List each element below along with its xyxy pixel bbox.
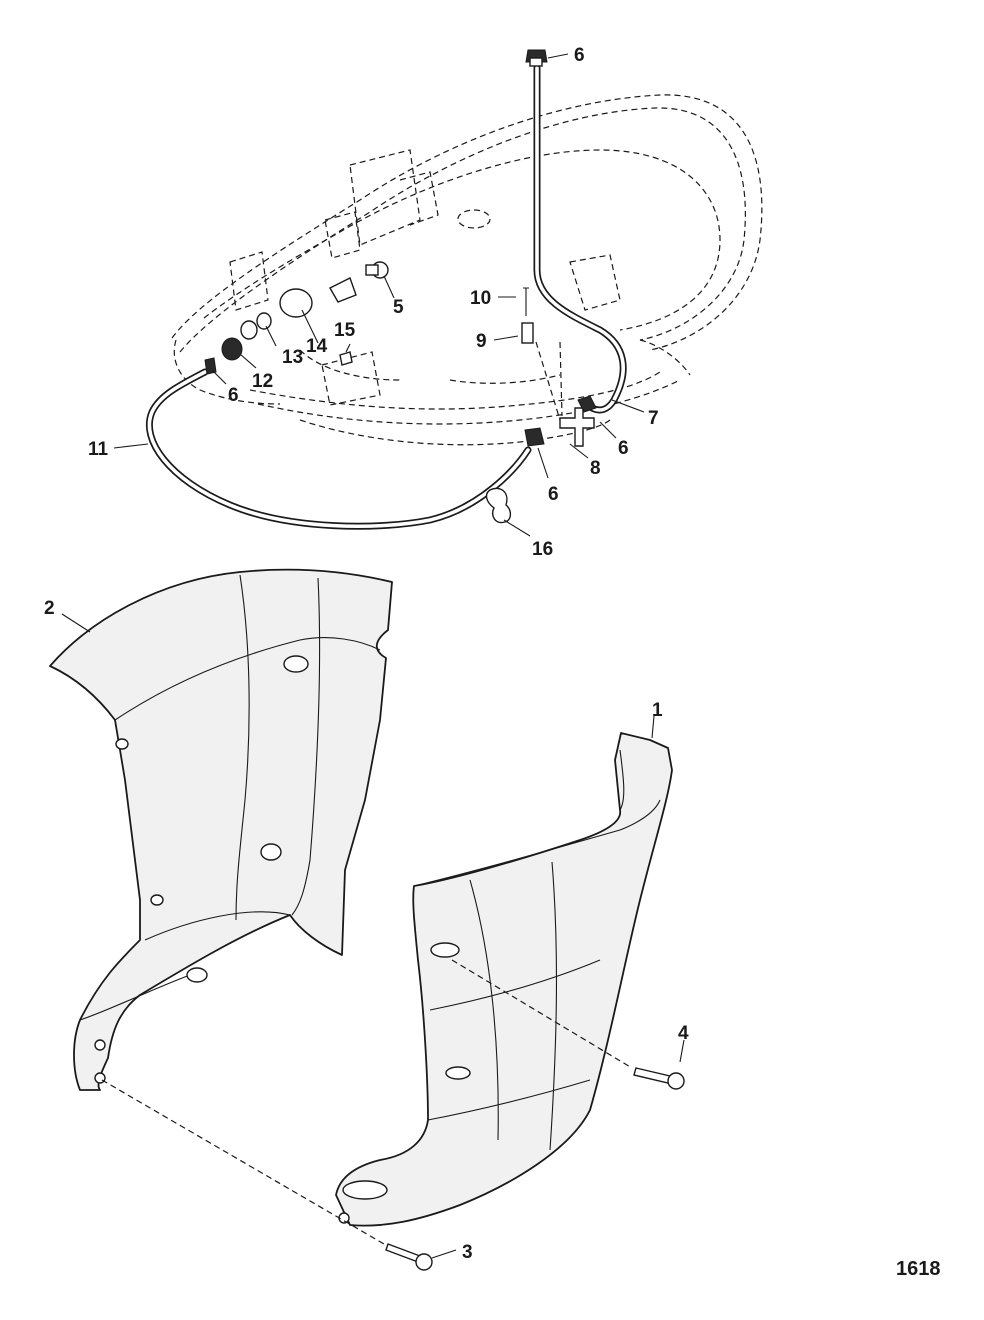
clamp-6-top [525,49,548,67]
plug-5 [365,261,389,279]
callout-9: 9 [476,331,487,352]
callout-7: 7 [648,408,659,429]
fitting-9-and-pin-10 [521,287,534,344]
side-cowl-right-1 [335,732,673,1227]
callout-6-lower: 6 [548,484,559,505]
callout-2: 2 [44,598,55,619]
fitting-components-12-13-14-15 [204,277,357,375]
callout-3: 3 [462,1242,473,1263]
callout-15: 15 [334,320,356,341]
callout-4: 4 [678,1023,689,1044]
callout-16: 16 [532,539,553,560]
callout-8: 8 [590,458,601,479]
hose-7 [533,64,627,414]
callout-12: 12 [252,371,273,392]
figure-number: 1618 [896,1258,941,1280]
callout-11: 11 [88,439,109,460]
clip-16 [485,487,512,524]
callout-5: 5 [393,297,404,318]
tee-fitting-8 [559,407,595,447]
clamp-6-right [577,395,597,413]
callout-labels: 6 5 10 9 15 14 13 12 6 11 7 6 8 6 16 2 1 [44,45,941,1280]
callout-14: 14 [306,336,328,357]
screw-4 [633,1067,685,1090]
callout-1: 1 [652,700,663,721]
hose-11 [145,368,532,530]
callout-6-right: 6 [618,438,629,459]
callout-6-top: 6 [574,45,585,66]
callout-13: 13 [282,347,303,368]
callout-10: 10 [470,288,491,309]
side-cowl-left-2 [49,568,393,1091]
clamp-6-lower [524,427,545,447]
top-cowl-assembly [171,94,763,446]
screw-3 [385,1243,433,1271]
callout-6-left: 6 [228,385,239,406]
